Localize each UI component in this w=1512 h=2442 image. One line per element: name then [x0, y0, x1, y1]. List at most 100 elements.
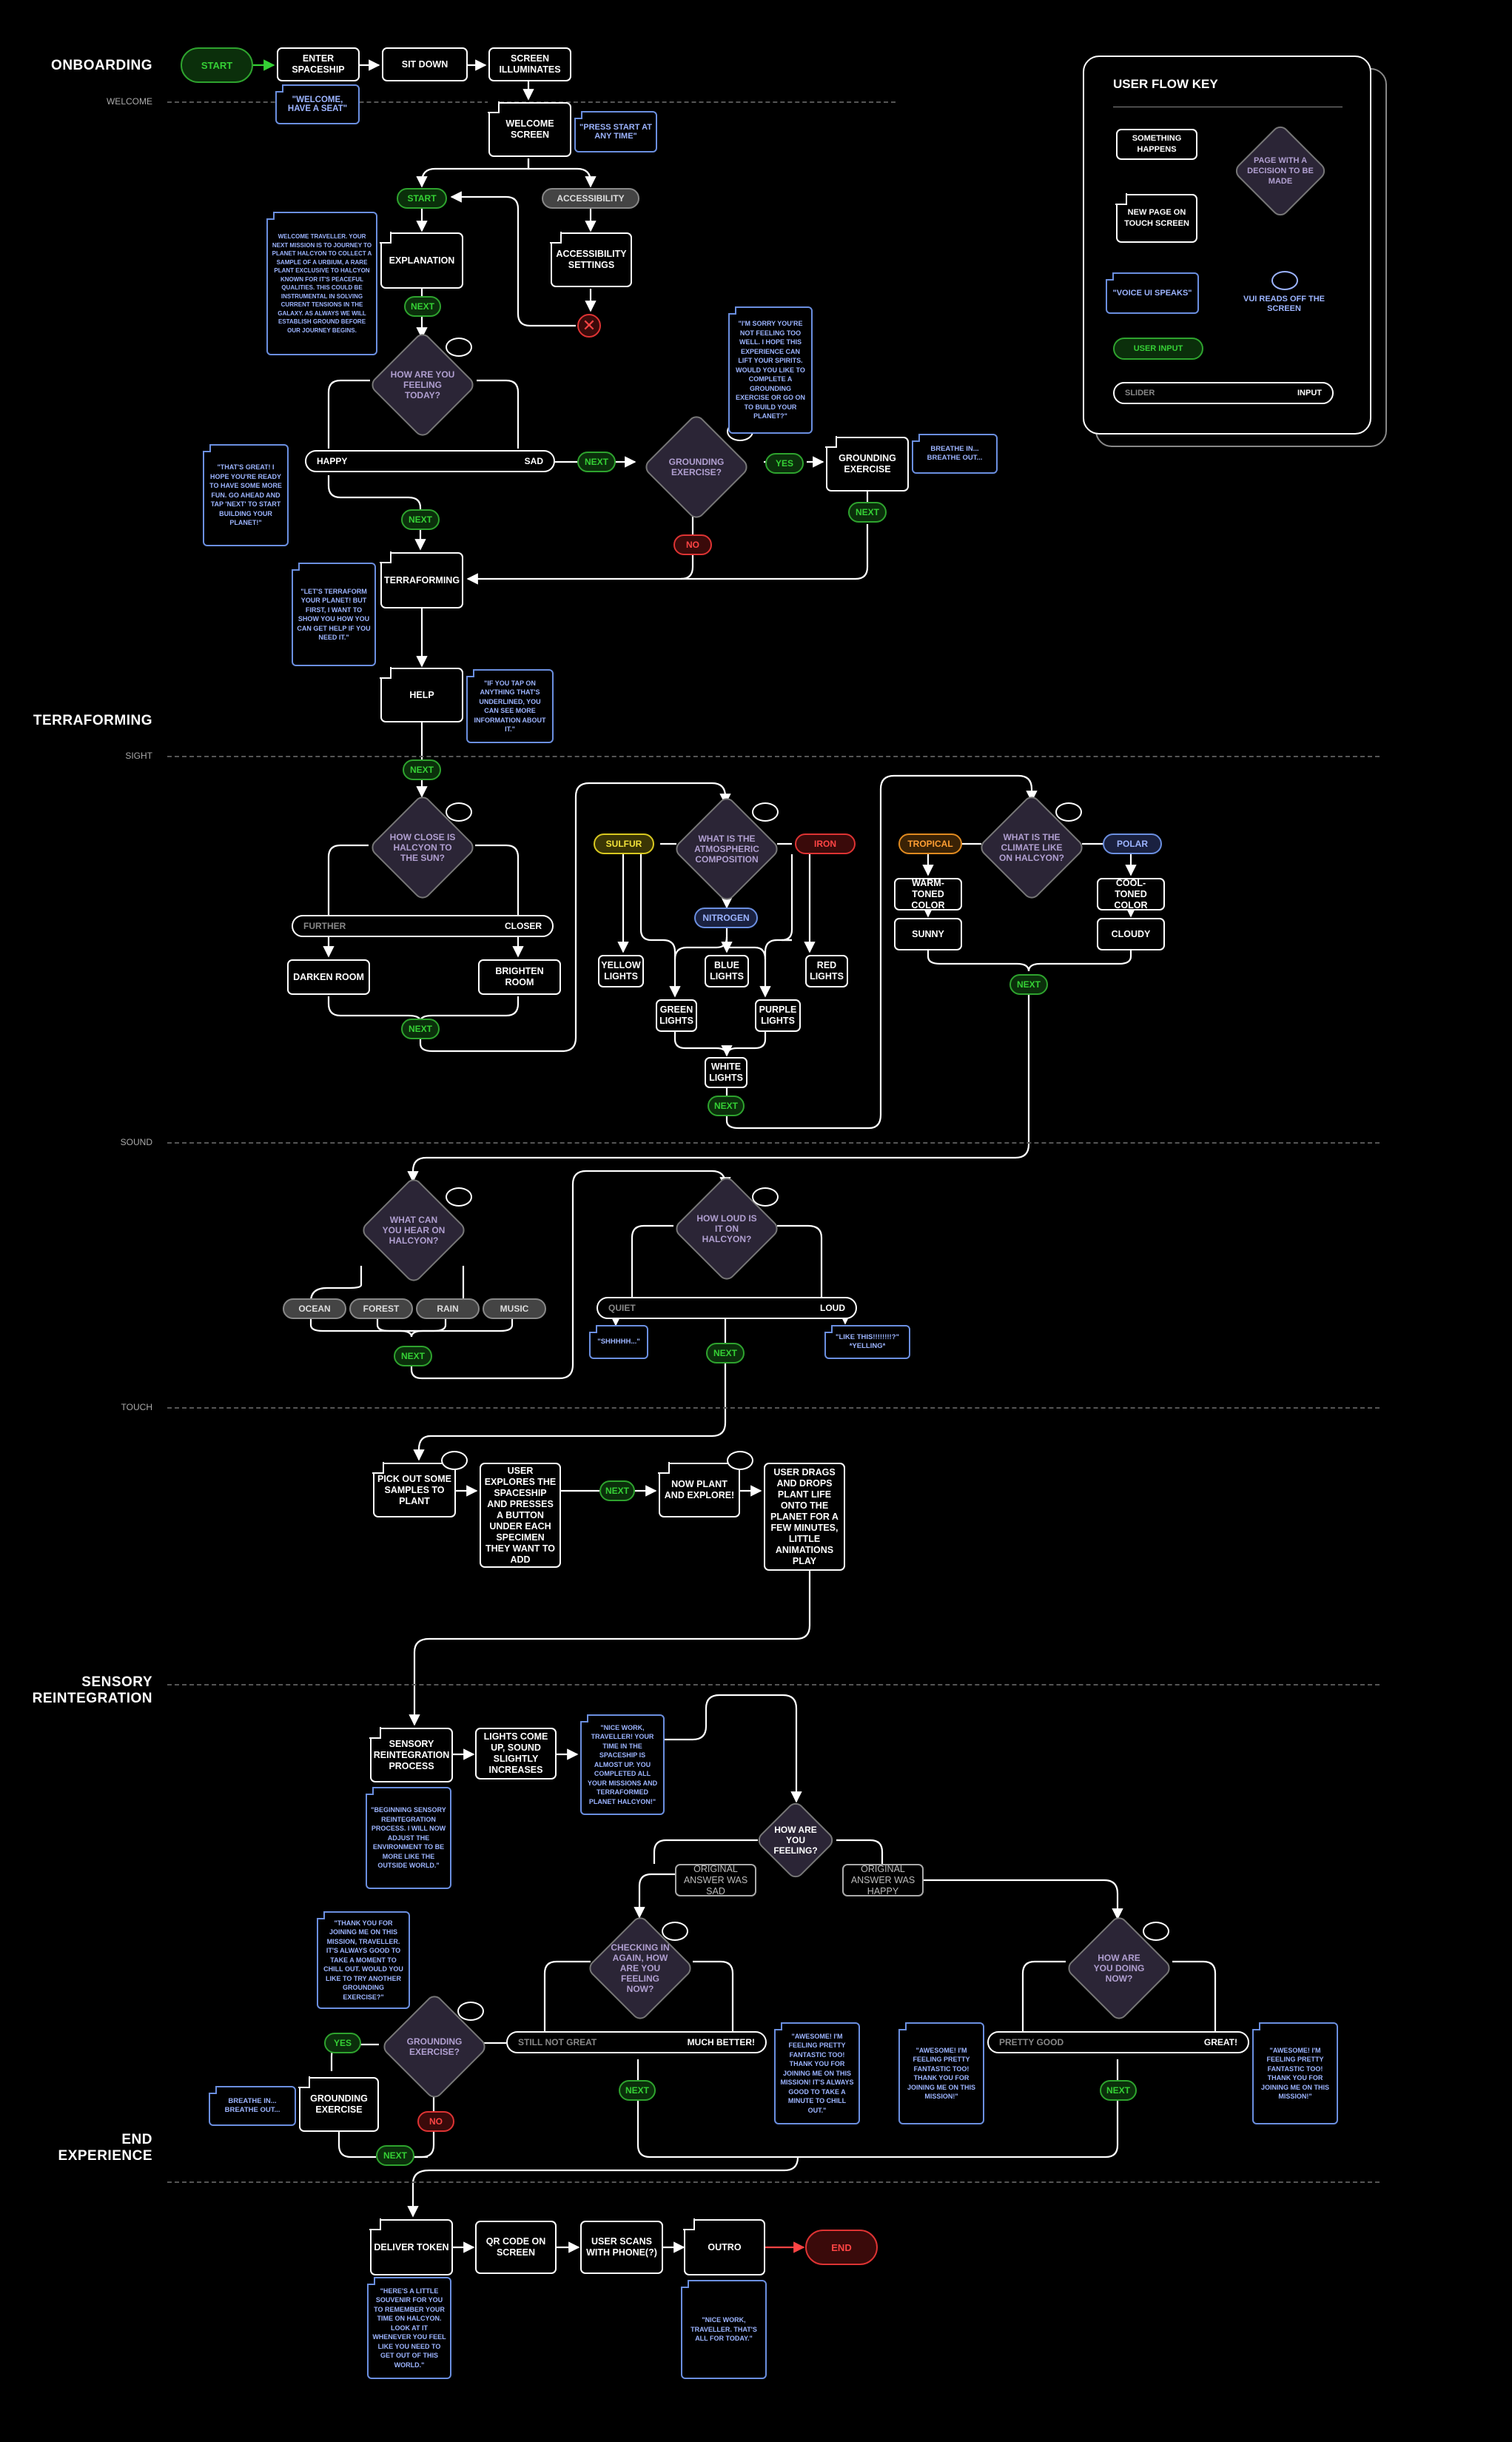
sulfur-input[interactable]: SULFUR: [594, 833, 654, 854]
yes-button-2[interactable]: YES: [324, 2033, 361, 2053]
start-button[interactable]: START: [181, 47, 253, 83]
next-button-7[interactable]: NEXT: [708, 1096, 745, 1116]
next-button-2[interactable]: NEXT: [577, 452, 616, 472]
tropical-input[interactable]: TROPICAL: [898, 833, 962, 854]
forest-input[interactable]: FOREST: [349, 1298, 413, 1319]
great-voice: "THAT'S GREAT! I HOPE YOU'RE READY TO HA…: [203, 444, 289, 546]
next-button-4[interactable]: NEXT: [401, 509, 440, 530]
feeling-today-decision: HOW ARE YOU FEELING TODAY?: [366, 330, 480, 440]
close-icon[interactable]: ✕: [577, 314, 601, 338]
next-button-14[interactable]: NEXT: [376, 2145, 414, 2166]
how-feeling-decision: HOW ARE YOU FEELING?: [753, 1799, 838, 1882]
next-button-9[interactable]: NEXT: [394, 1346, 432, 1366]
loud-decision: HOW LOUD IS IT ON HALCYON?: [671, 1174, 783, 1284]
welcome-seat-voice: "WELCOME, HAVE A SEAT": [275, 84, 360, 124]
section-end: END EXPERIENCE: [58, 2132, 152, 2164]
section-welcome: WELCOME: [106, 96, 152, 107]
explanation-voice: WELCOME TRAVELLER. YOUR NEXT MISSION IS …: [266, 212, 377, 355]
next-button-11[interactable]: NEXT: [599, 1480, 635, 1501]
orig-happy: ORIGINAL ANSWER WAS HAPPY: [842, 1864, 924, 1896]
brighten-room: BRIGHTEN ROOM: [478, 959, 561, 995]
souvenir-voice: "HERE'S A LITTLE SOUVENIR FOR YOU TO REM…: [367, 2277, 451, 2379]
breathe-voice-2: BREATHE IN... BREATHE OUT...: [209, 2086, 296, 2126]
enter-spaceship: ENTER SPACESHIP: [277, 47, 360, 81]
rain-input[interactable]: RAIN: [416, 1298, 480, 1319]
next-button-10[interactable]: NEXT: [706, 1343, 745, 1363]
vui-bubble-icon: [662, 1922, 688, 1941]
warm-toned-color: WARM-TONED COLOR: [894, 878, 962, 910]
begin-voice: "BEGINNING SENSORY REINTEGRATION PROCESS…: [366, 1787, 451, 1889]
vui-bubble-icon: [457, 2002, 484, 2021]
next-button-8[interactable]: NEXT: [1009, 974, 1048, 995]
key-vui-bubble-icon: [1271, 271, 1298, 290]
vui-bubble-icon: [446, 1187, 472, 1207]
vui-bubble-icon: [752, 802, 779, 822]
screen-illuminates: SCREEN ILLUMINATES: [488, 47, 571, 81]
accessibility-input[interactable]: ACCESSIBILITY: [542, 188, 639, 209]
press-start-voice: "PRESS START AT ANY TIME": [574, 111, 657, 152]
vui-bubble-icon: [446, 802, 472, 822]
shh-voice: "SHHHHH...": [589, 1325, 648, 1359]
vui-bubble-icon: [752, 1187, 779, 1207]
section-onboarding: ONBOARDING: [51, 58, 152, 73]
vui-bubble-icon: [441, 1451, 468, 1470]
next-button-3[interactable]: NEXT: [848, 502, 887, 523]
no-button[interactable]: NO: [673, 534, 712, 555]
section-sight: SIGHT: [125, 751, 152, 761]
key-something-happens: SOMETHING HAPPENS: [1116, 129, 1197, 160]
ocean-input[interactable]: OCEAN: [283, 1298, 346, 1319]
sit-down: SIT DOWN: [382, 47, 468, 81]
vui-bubble-icon: [727, 1451, 753, 1470]
explanation: EXPLANATION: [380, 232, 463, 289]
grounding-exercise-2: GROUNDING EXERCISE: [298, 2076, 379, 2132]
outro-voice: "NICE WORK, TRAVELLER. THAT'S ALL FOR TO…: [681, 2280, 767, 2379]
hear-decision: WHAT CAN YOU HEAR ON HALCYON?: [357, 1175, 471, 1285]
sun-decision: HOW CLOSE IS HALCYON TO THE SUN?: [366, 793, 480, 902]
section-touch: TOUCH: [121, 1402, 152, 1412]
orig-sad: ORIGINAL ANSWER WAS SAD: [675, 1864, 756, 1896]
user-explores: USER EXPLORES THE SPACESHIP AND PRESSES …: [480, 1463, 561, 1568]
next-button-12[interactable]: NEXT: [619, 2080, 656, 2101]
nitrogen-input[interactable]: NITROGEN: [694, 908, 758, 928]
next-button-5[interactable]: NEXT: [403, 759, 441, 780]
end-button[interactable]: END: [805, 2230, 878, 2265]
yes-button[interactable]: YES: [765, 453, 804, 474]
divider-sensory: [167, 1684, 1380, 1685]
nice-work-voice: "NICE WORK, TRAVELLER! YOUR TIME IN THE …: [580, 1714, 665, 1815]
qr-code: QR CODE ON SCREEN: [475, 2221, 557, 2274]
key-panel: [1083, 56, 1371, 435]
welcome-screen: WELCOME SCREEN: [488, 101, 571, 157]
white-lights: WHITE LIGHTS: [705, 1057, 747, 1088]
help-voice: "IF YOU TAP ON ANYTHING THAT'S UNDERLINE…: [466, 669, 554, 743]
start-input[interactable]: START: [397, 188, 447, 209]
no-button-2[interactable]: NO: [417, 2111, 454, 2132]
pick-samples: PICK OUT SOME SAMPLES TO PLANT: [372, 1462, 456, 1517]
polar-input[interactable]: POLAR: [1103, 833, 1162, 854]
next-button-6[interactable]: NEXT: [401, 1019, 440, 1039]
cool-toned-color: COOL-TONED COLOR: [1097, 878, 1165, 910]
next-button-13[interactable]: NEXT: [1100, 2080, 1137, 2101]
lights-come-up: LIGHTS COME UP, SOUND SLIGHTLY INCREASES: [475, 1728, 557, 1779]
next-button-1[interactable]: NEXT: [404, 296, 441, 317]
outro: OUTRO: [683, 2218, 765, 2275]
user-drags: USER DRAGS AND DROPS PLANT LIFE ONTO THE…: [764, 1463, 845, 1571]
green-lights: GREEN LIGHTS: [656, 999, 697, 1032]
vui-bubble-icon: [1143, 1922, 1169, 1941]
now-plant: NOW PLANT AND EXPLORE!: [658, 1462, 740, 1517]
key-vui-reads: VUI READS OFF THE SCREEN: [1243, 295, 1325, 313]
divider-touch: [167, 1407, 1380, 1409]
blue-lights: BLUE LIGHTS: [705, 955, 749, 987]
awesome-chill-voice: "AWESOME! I'M FEELING PRETTY FANTASTIC T…: [774, 2022, 860, 2124]
iron-input[interactable]: IRON: [795, 833, 856, 854]
key-title: USER FLOW KEY: [1113, 77, 1218, 91]
sorry-voice: "I'M SORRY YOU'RE NOT FEELING TOO WELL. …: [728, 306, 813, 434]
music-input[interactable]: MUSIC: [483, 1298, 546, 1319]
deliver-token: DELIVER TOKEN: [369, 2218, 453, 2275]
climate-decision: WHAT IS THE CLIMATE LIKE ON HALCYON?: [975, 793, 1088, 902]
